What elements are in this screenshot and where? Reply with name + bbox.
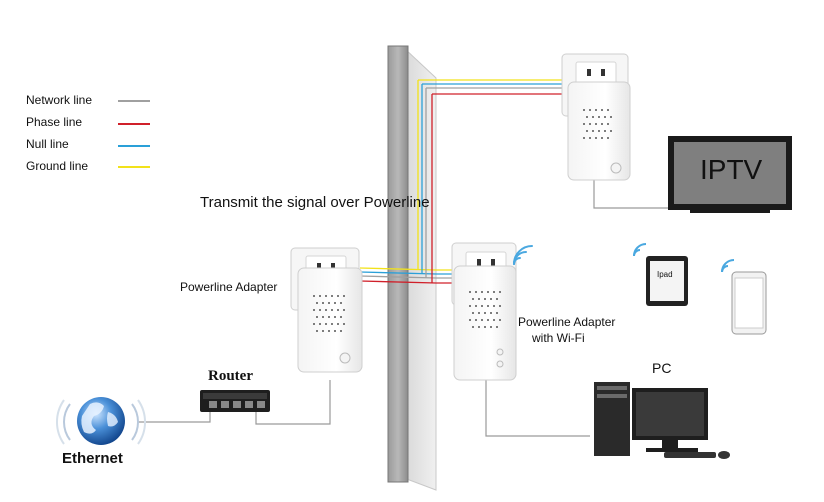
diagram-title: Transmit the signal over Powerline bbox=[200, 194, 430, 211]
network-cables bbox=[138, 178, 672, 437]
powerline-adapter-wifi bbox=[451, 242, 517, 381]
router-icon bbox=[200, 390, 270, 412]
legend-label-phase: Phase line bbox=[26, 115, 83, 129]
legend-label-null: Null line bbox=[26, 137, 69, 151]
legend-swatches bbox=[118, 100, 150, 168]
adapter-wifi-label-line1: Powerline Adapter bbox=[518, 315, 616, 329]
ethernet-label: Ethernet bbox=[62, 450, 123, 467]
powerline-wires bbox=[359, 79, 566, 284]
ipad-label: Ipad bbox=[657, 270, 673, 279]
legend-label-network: Network line bbox=[26, 93, 93, 107]
powerline-adapter-top bbox=[561, 53, 631, 181]
pc-label: PC bbox=[652, 360, 672, 376]
powerline-adapter-left bbox=[290, 247, 363, 373]
pc-icon bbox=[594, 382, 730, 459]
legend-label-ground: Ground line bbox=[26, 159, 89, 173]
adapter-left-label: Powerline Adapter bbox=[180, 280, 278, 294]
globe-icon bbox=[55, 397, 147, 445]
router-label: Router bbox=[208, 368, 253, 384]
adapter-wifi-label-line2: with Wi-Fi bbox=[532, 331, 585, 345]
wall bbox=[387, 45, 437, 491]
phone-icon bbox=[721, 259, 767, 335]
wifi-icon bbox=[513, 245, 533, 265]
tablet-icon bbox=[633, 243, 688, 306]
tv-icon bbox=[668, 136, 792, 213]
iptv-label: IPTV bbox=[700, 154, 763, 185]
